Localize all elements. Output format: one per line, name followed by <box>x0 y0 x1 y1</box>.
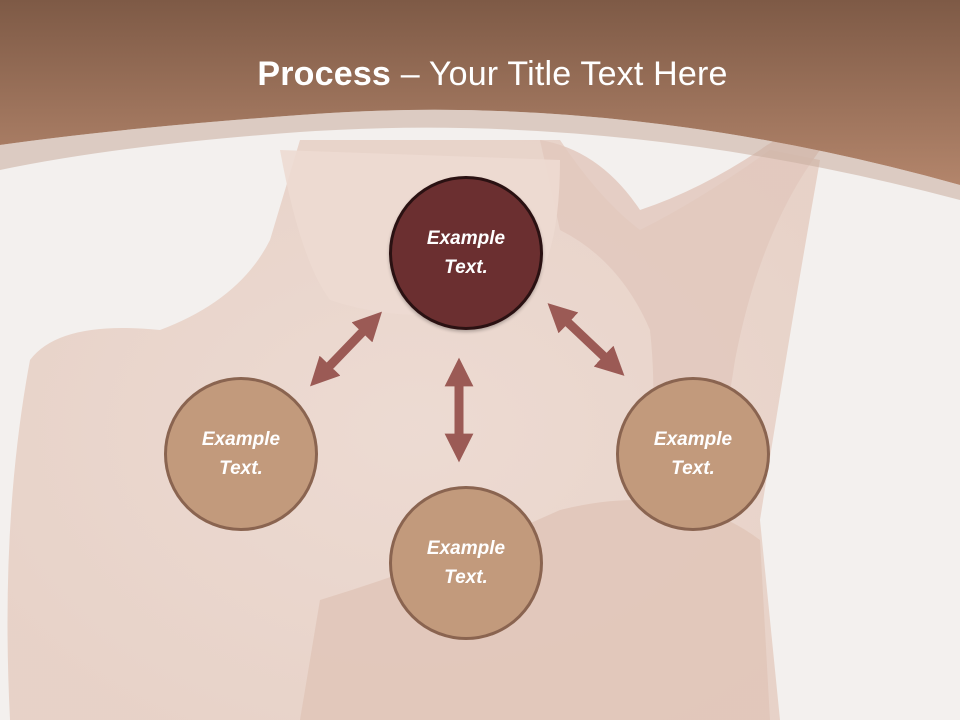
slide-title: Process – Your Title Text Here <box>0 50 960 98</box>
bottom-node: Example Text. <box>389 486 543 640</box>
right-node-label: Example Text. <box>653 429 733 479</box>
left-node: Example Text. <box>164 377 318 531</box>
center-node-label: Example Text. <box>426 228 506 278</box>
center-node: Example Text. <box>389 176 543 330</box>
right-node: Example Text. <box>616 377 770 531</box>
arrow-center-right <box>547 303 625 376</box>
bottom-node-label: Example Text. <box>426 538 506 588</box>
left-node-label: Example Text. <box>201 429 281 479</box>
header-band <box>0 0 960 200</box>
title-rest: – Your Title Text Here <box>391 55 728 93</box>
title-bold: Process <box>257 55 392 93</box>
arrow-center-left <box>310 311 382 387</box>
